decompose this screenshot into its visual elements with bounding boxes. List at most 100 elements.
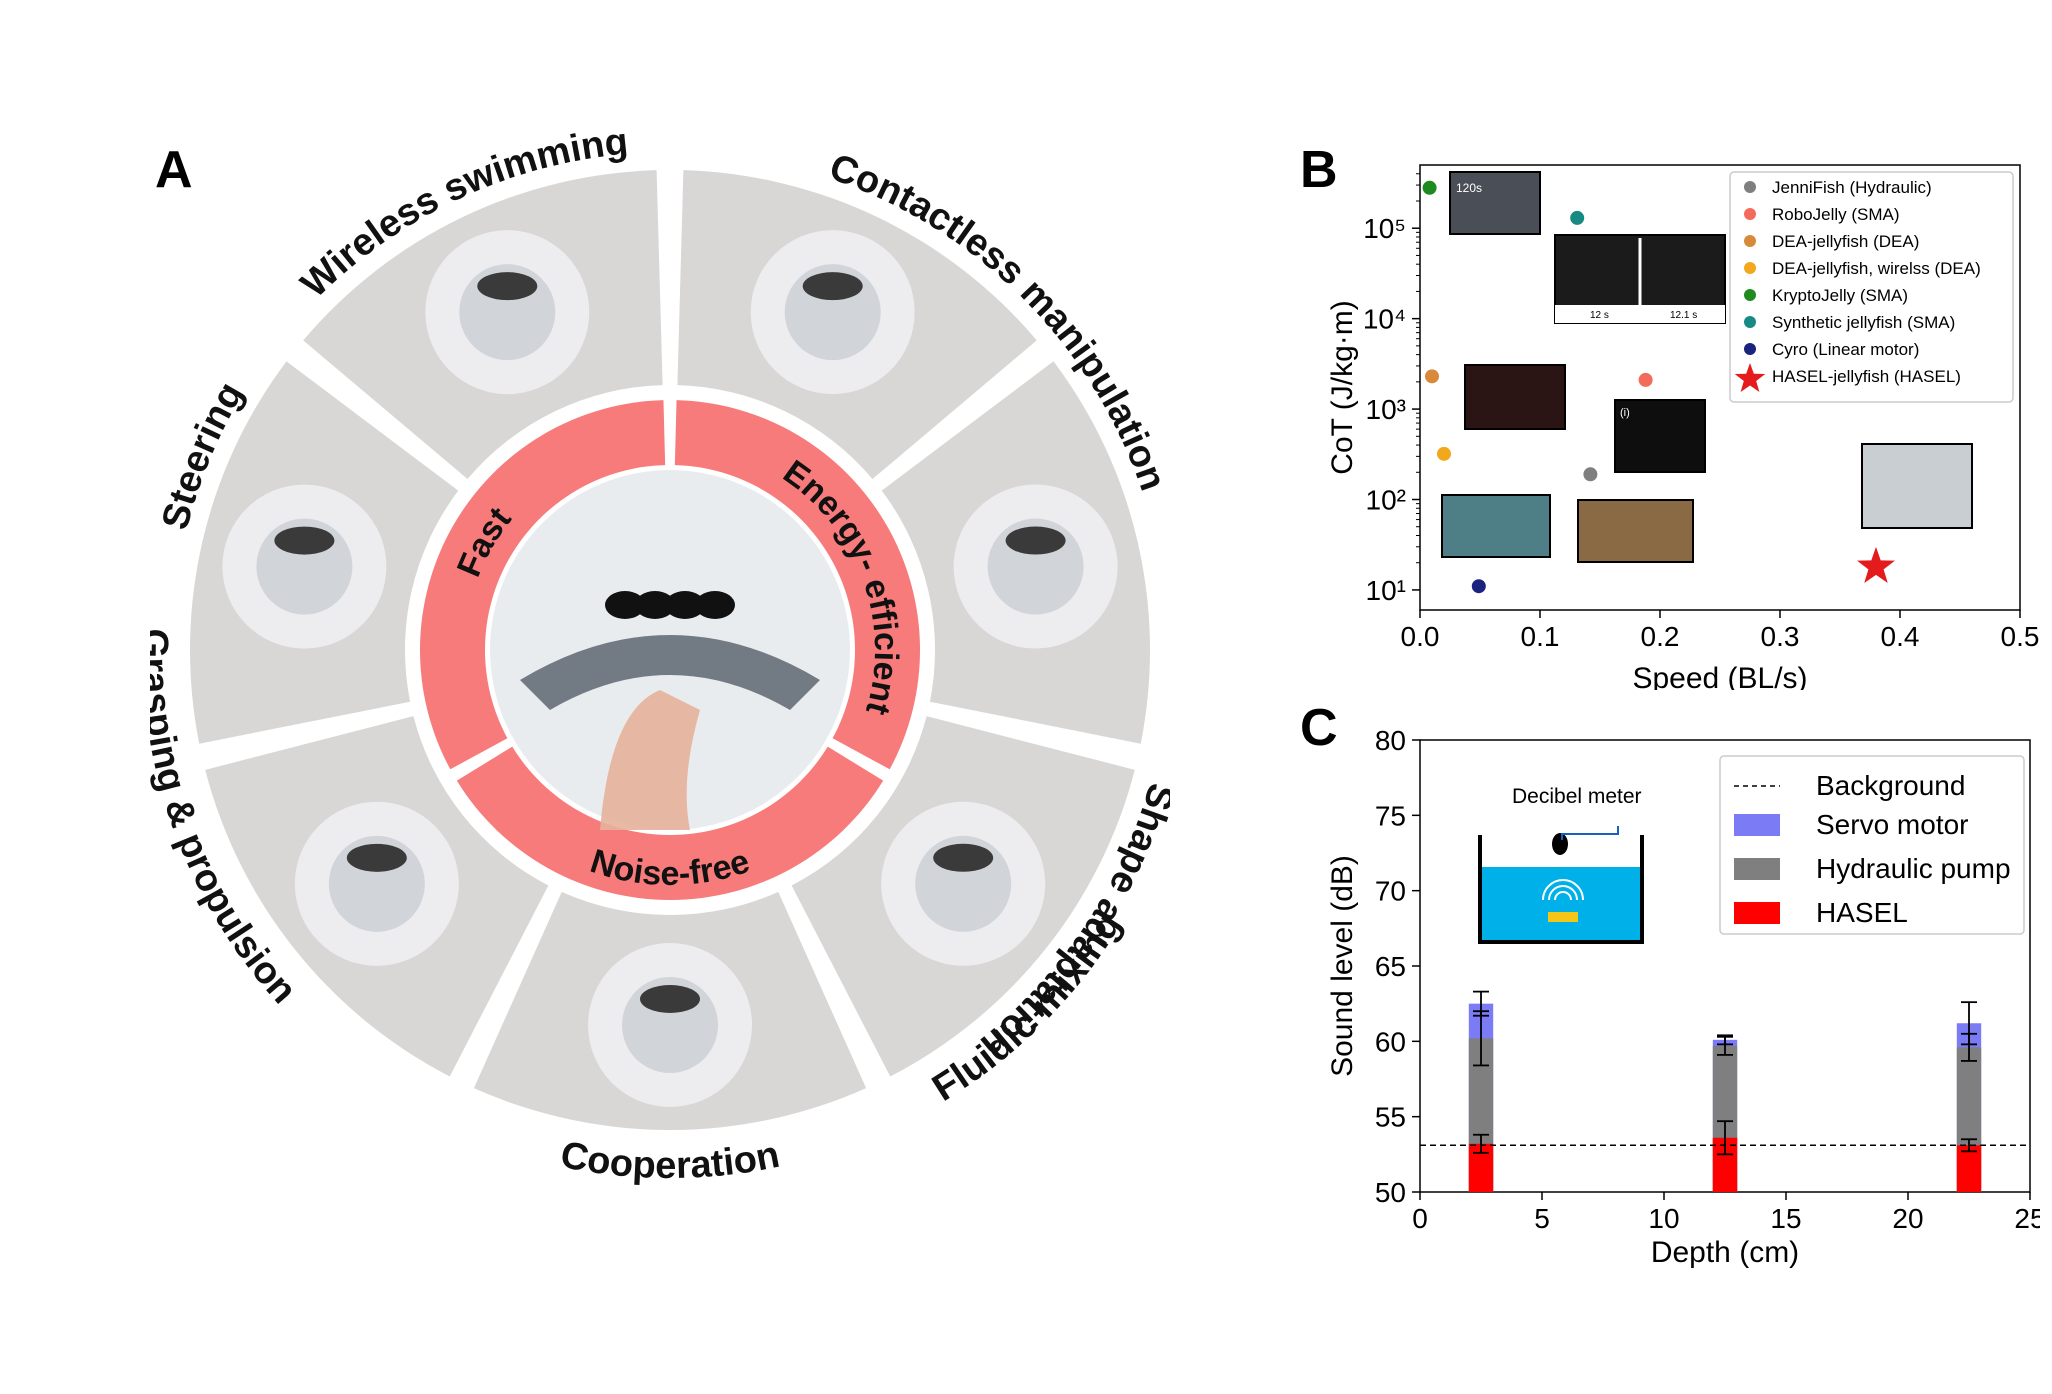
- x-axis-label: Speed (BL/s): [1632, 662, 1807, 690]
- legend-box: [1729, 171, 2014, 403]
- legend-marker: [1744, 181, 1756, 193]
- point-0: [1583, 467, 1598, 482]
- point-hasel: [1856, 546, 1896, 584]
- x-tick-label: 0.3: [1761, 621, 1800, 652]
- x-tick-label: 10: [1648, 1203, 1679, 1234]
- water-tank-fill: [1482, 867, 1641, 940]
- legend-label: DEA-jellyfish (DEA): [1772, 232, 1919, 251]
- y-tick-label: 55: [1375, 1102, 1406, 1133]
- water-tank: [1478, 835, 1644, 944]
- y-tick-label: 10³: [1366, 394, 1406, 425]
- inner-segment-3: [456, 746, 884, 901]
- actuator-cap-fluidic-mixing: [933, 843, 994, 872]
- y-tick-label: 10⁵: [1363, 213, 1406, 244]
- actuator-cap-contactless-manipulation: [802, 272, 863, 301]
- legend-marker: [1734, 858, 1780, 880]
- legend-label: HASEL: [1816, 897, 1908, 928]
- legend-box: [1719, 755, 2025, 935]
- inset-photo-7: [1861, 443, 1973, 529]
- legend-label: Synthetic jellyfish (SMA): [1772, 313, 1955, 332]
- x-tick-label: 0: [1412, 1203, 1428, 1234]
- inset-photo-4: [1614, 399, 1706, 473]
- actuator-cap-steering: [274, 526, 335, 555]
- actuator-cap-wireless-swimming: [477, 272, 538, 301]
- wheel-center-photo: [490, 470, 850, 830]
- inset-photo-3: [1464, 364, 1566, 430]
- wave-icon: [1548, 885, 1578, 901]
- x-tick-label: 0.2: [1641, 621, 1680, 652]
- inset-annotation: 120s: [1456, 181, 1482, 195]
- legend-marker: [1734, 902, 1780, 924]
- x-axis-label: Depth (cm): [1651, 1236, 1799, 1269]
- bar-hasel: [1956, 1145, 1982, 1192]
- wave-icon: [1554, 891, 1572, 901]
- legend-label: Servo motor: [1816, 809, 1969, 840]
- y-tick-label: 50: [1375, 1177, 1406, 1208]
- y-tick-label: 10⁴: [1363, 304, 1406, 335]
- legend-label: HASEL-jellyfish (HASEL): [1772, 367, 1961, 386]
- legend-label: DEA-jellyfish, wirelss (DEA): [1772, 259, 1981, 278]
- legend-label: Cyro (Linear motor): [1772, 340, 1919, 359]
- inset-caption-strip: [1555, 305, 1725, 323]
- actuator-cap-shape-adaptation: [1005, 526, 1066, 555]
- actuator-cap-cooperation: [640, 985, 701, 1013]
- inset-photo-5: [1441, 494, 1551, 558]
- x-tick-label: 5: [1534, 1203, 1550, 1234]
- x-tick-label: 0.1: [1521, 621, 1560, 652]
- legend-marker: [1734, 814, 1780, 836]
- panel-a-letter: A: [155, 141, 193, 199]
- plot-frame: [1419, 164, 2021, 611]
- inset-photo-1: [1449, 171, 1541, 235]
- x-tick-label: 0.0: [1401, 621, 1440, 652]
- actuator-cap-grasping-propulsion: [346, 843, 407, 872]
- inset-photo-6: [1577, 499, 1694, 563]
- legend-label: RoboJelly (SMA): [1772, 205, 1900, 224]
- y-tick-label: 60: [1375, 1026, 1406, 1057]
- legend-marker: [1744, 289, 1756, 301]
- y-tick-label: 75: [1375, 800, 1406, 831]
- point-5: [1570, 210, 1585, 225]
- y-tick-label: 70: [1375, 876, 1406, 907]
- meter-cable: [1561, 826, 1619, 840]
- inset-annotation: 12 s: [1590, 310, 1609, 321]
- jellyfish-body: [520, 635, 820, 710]
- wheel-outer-ring: [189, 170, 1150, 1130]
- point-4: [1422, 180, 1437, 195]
- y-tick-label: 80: [1375, 725, 1406, 756]
- point-2: [1425, 369, 1439, 384]
- legend-label: JenniFish (Hydraulic): [1772, 178, 1932, 197]
- point-1: [1638, 372, 1653, 387]
- panel-c-letter: C: [1300, 699, 1338, 757]
- actuator-3: [665, 591, 705, 619]
- decibel-meter-icon: [1552, 833, 1568, 855]
- y-tick-label: 10²: [1366, 485, 1406, 516]
- legend-marker: [1744, 316, 1756, 328]
- legend-marker: [1734, 363, 1766, 392]
- label-cooperation: Cooperation: [557, 1134, 783, 1187]
- x-tick-label: 0.4: [1881, 621, 1920, 652]
- point-6: [1471, 579, 1486, 594]
- legend-marker: [1744, 262, 1756, 274]
- legend-label: Background: [1816, 770, 1965, 801]
- y-axis-label: CoT (J/kg·m): [1326, 300, 1359, 474]
- sound-source-icon: [1548, 912, 1578, 922]
- y-tick-label: 65: [1375, 951, 1406, 982]
- legend-marker: [1744, 235, 1756, 247]
- actuator-2: [635, 591, 675, 619]
- y-axis-label: Sound level (dB): [1326, 855, 1359, 1077]
- actuator-4: [695, 591, 735, 619]
- point-3: [1437, 446, 1451, 461]
- y-tick-label: 10¹: [1366, 575, 1406, 606]
- legend-marker: [1744, 343, 1756, 355]
- hand: [600, 690, 700, 830]
- x-tick-label: 15: [1770, 1203, 1801, 1234]
- inner-segment-1: [420, 400, 666, 770]
- inset-label: Decibel meter: [1512, 785, 1642, 808]
- legend-label: KryptoJelly (SMA): [1772, 286, 1908, 305]
- legend-marker: [1744, 208, 1756, 220]
- panel-b-letter: B: [1300, 141, 1338, 199]
- actuator-1: [605, 591, 645, 619]
